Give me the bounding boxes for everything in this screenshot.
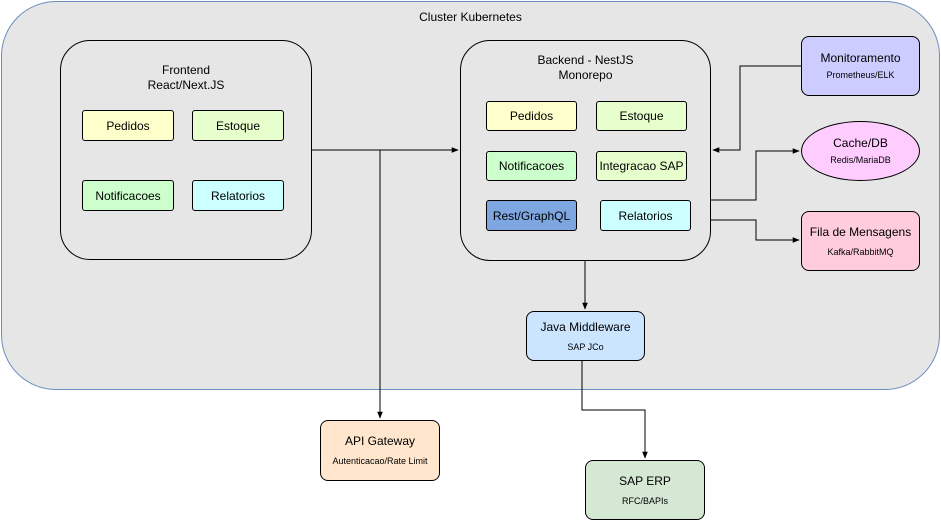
frontend-group[interactable]: Frontend React/Next.JS xyxy=(60,40,312,260)
frontend-module-relatorios[interactable]: Relatorios xyxy=(192,180,284,211)
module-label: Notificacoes xyxy=(95,188,161,203)
cluster-title: Cluster Kubernetes xyxy=(419,10,522,24)
node-subtitle: Prometheus/ELK xyxy=(826,70,895,80)
backend-module-notificacoes[interactable]: Notificacoes xyxy=(486,151,577,181)
backend-module-estoque[interactable]: Estoque xyxy=(596,101,687,131)
frontend-title: Frontend React/Next.JS xyxy=(61,63,311,93)
monitoring-node[interactable]: Monitoramento Prometheus/ELK xyxy=(801,36,920,96)
edge-backend-to-cache xyxy=(711,148,800,201)
node-title: Monitoramento xyxy=(820,51,901,65)
sap-erp-node[interactable]: SAP ERP RFC/BAPIs xyxy=(585,460,705,520)
api-gateway-node[interactable]: API Gateway Autenticacao/Rate Limit xyxy=(320,420,440,481)
node-subtitle: SAP JCo xyxy=(567,341,604,352)
module-label: Notificacoes xyxy=(498,159,565,173)
node-subtitle: Kafka/RabbitMQ xyxy=(827,246,894,257)
backend-module-pedidos[interactable]: Pedidos xyxy=(486,101,577,131)
edge-middleware-to-sap xyxy=(581,361,648,459)
backend-module-rest-graphql[interactable]: Rest/GraphQL xyxy=(486,200,577,231)
node-title: Fila de Mensagens xyxy=(809,224,912,239)
node-title: Cache/DB xyxy=(833,136,888,150)
edge-backend-to-queue xyxy=(711,219,800,243)
frontend-module-notificacoes[interactable]: Notificacoes xyxy=(82,180,174,211)
node-title: Java Middleware xyxy=(540,319,631,334)
backend-title: Backend - NestJS Monorepo xyxy=(461,53,710,83)
backend-title-line1: Backend - NestJS xyxy=(537,53,634,67)
module-label: Relatorios xyxy=(618,208,673,223)
module-label: Relatorios xyxy=(210,188,266,203)
node-title: API Gateway xyxy=(344,434,416,448)
module-label: Pedidos xyxy=(509,109,554,123)
module-label: Estoque xyxy=(619,109,664,123)
backend-module-relatorios[interactable]: Relatorios xyxy=(600,200,691,231)
frontend-module-estoque[interactable]: Estoque xyxy=(192,110,284,141)
frontend-module-pedidos[interactable]: Pedidos xyxy=(82,110,174,141)
module-label: Estoque xyxy=(215,118,261,133)
message-queue-node[interactable]: Fila de Mensagens Kafka/RabbitMQ xyxy=(801,211,920,271)
node-subtitle: Autenticacao/Rate Limit xyxy=(332,456,428,466)
module-label: Pedidos xyxy=(106,118,150,133)
backend-module-integracao-sap[interactable]: Integracao SAP xyxy=(596,151,687,181)
frontend-title-line1: Frontend xyxy=(161,63,211,77)
node-title: SAP ERP xyxy=(619,473,671,488)
cache-db-node[interactable]: Cache/DB Redis/MariaDB xyxy=(801,121,920,181)
module-label: Rest/GraphQL xyxy=(492,208,571,223)
node-subtitle: RFC/BAPIs xyxy=(621,495,668,506)
node-subtitle: Redis/MariaDB xyxy=(830,155,891,165)
backend-title-line2: Monorepo xyxy=(558,68,613,82)
java-middleware-node[interactable]: Java Middleware SAP JCo xyxy=(526,311,645,361)
edge-monitoring-to-backend xyxy=(712,65,801,153)
frontend-title-line2: React/Next.JS xyxy=(147,78,225,92)
module-label: Integracao SAP xyxy=(599,159,684,173)
